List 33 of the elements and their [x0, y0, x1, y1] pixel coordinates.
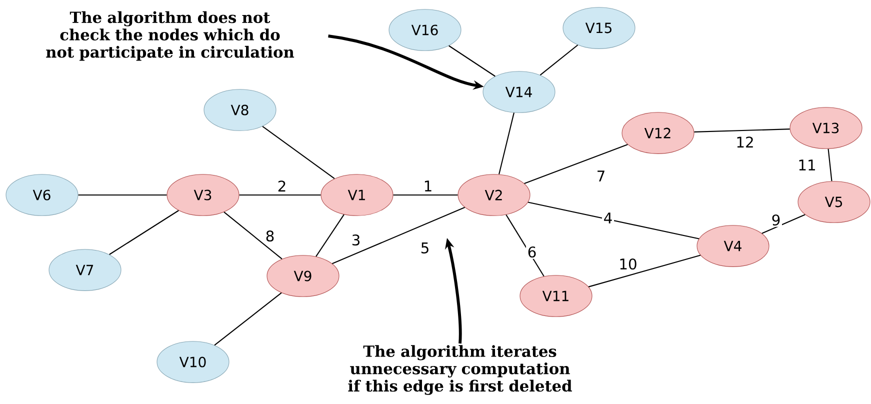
edge-label: 7	[595, 169, 607, 183]
edge-label: 5	[419, 241, 431, 255]
edge-line	[109, 210, 179, 255]
edge-line	[224, 212, 282, 260]
edge-line	[316, 214, 344, 257]
edge-line	[498, 112, 514, 174]
edge-label: 2	[276, 179, 288, 193]
edge-line	[828, 148, 832, 182]
edge-line	[694, 128, 790, 132]
edge-line	[540, 44, 578, 76]
edge-label: 3	[350, 233, 362, 247]
edge-label: 6	[526, 245, 538, 259]
edge-line	[262, 126, 335, 180]
edge-label: 10	[617, 257, 639, 271]
edge-label: 11	[796, 158, 818, 172]
edge-line	[762, 214, 806, 234]
edge-line	[393, 194, 458, 196]
edge-line	[588, 254, 701, 288]
edge-line	[448, 45, 496, 77]
annotation-text: The algorithm does not check the nodes which do not participate in circulation	[46, 11, 294, 61]
annotation-text: The algorithm iterates unnecessary computation if this edge is first deleted	[348, 345, 572, 395]
edge-label: 1	[422, 179, 434, 193]
edge-line	[332, 206, 465, 264]
edge-label: 12	[734, 135, 756, 149]
edge-label: 8	[264, 229, 276, 243]
edge-line	[524, 144, 628, 184]
edge-line	[214, 292, 282, 346]
edge-label: 9	[770, 213, 782, 227]
edge-line	[528, 202, 700, 240]
edge-line	[506, 214, 544, 277]
edge-label: 4	[602, 211, 614, 225]
edge-line	[78, 194, 167, 196]
edge-line	[239, 194, 321, 196]
